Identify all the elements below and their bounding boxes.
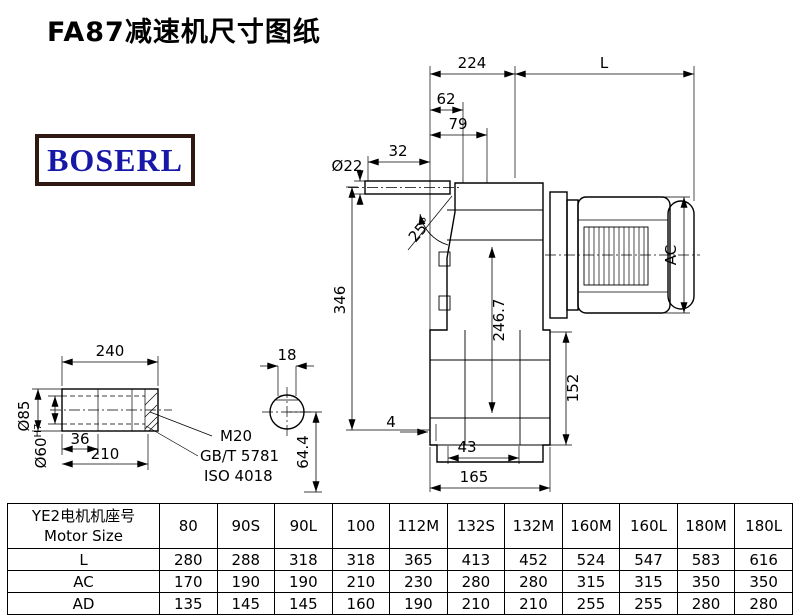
row-label: AC bbox=[7, 570, 160, 593]
callout-m20: M20 bbox=[220, 427, 252, 445]
table-cell: 616 bbox=[734, 548, 793, 571]
table-header-cell: 80 bbox=[159, 503, 218, 549]
header-line-en: Motor Size bbox=[44, 527, 123, 545]
table-header-cell: 90L bbox=[274, 503, 333, 549]
motor-outline bbox=[545, 191, 700, 319]
brand-logo: BOSERL bbox=[35, 134, 195, 186]
table-header-cell: 160L bbox=[619, 503, 678, 549]
dim-angle-25: 25° bbox=[405, 214, 436, 246]
table-cell: 452 bbox=[504, 548, 563, 571]
table-header-motor-size: YE2电机机座号 Motor Size bbox=[7, 503, 160, 549]
dimension-lines bbox=[32, 66, 695, 493]
row-label: AD bbox=[7, 592, 160, 615]
hollow-shaft-detail bbox=[50, 388, 213, 457]
page-title: FA87减速机尺寸图纸 bbox=[47, 17, 321, 48]
table-cell: 145 bbox=[216, 592, 276, 615]
dim-64-4: 64.4 bbox=[294, 435, 312, 468]
table-header-cell: 90S bbox=[216, 503, 276, 549]
table-cell: 350 bbox=[734, 570, 793, 593]
table-header-cell: 160M bbox=[561, 503, 621, 549]
dim-36: 36 bbox=[70, 430, 89, 448]
table-cell: 280 bbox=[446, 570, 506, 593]
table-cell: 547 bbox=[619, 548, 678, 571]
table-header-cell: 180L bbox=[734, 503, 793, 549]
table-cell: 288 bbox=[216, 548, 276, 571]
dim-shaft-dia: Ø22 bbox=[332, 157, 363, 175]
dim-79: 79 bbox=[448, 115, 467, 133]
callout-leader bbox=[145, 411, 213, 457]
dim-62: 62 bbox=[436, 90, 455, 108]
table-header-cell: 132M bbox=[504, 503, 563, 549]
table-cell: 413 bbox=[446, 548, 506, 571]
table-cell: 315 bbox=[619, 570, 678, 593]
table-cell: 255 bbox=[561, 592, 621, 615]
table-cell: 190 bbox=[274, 570, 333, 593]
table-cell: 190 bbox=[216, 570, 276, 593]
callout-iso: ISO 4018 bbox=[204, 467, 273, 485]
dim-246-7: 246.7 bbox=[490, 299, 508, 342]
dim-210: 210 bbox=[91, 445, 120, 463]
table-header-cell: 112M bbox=[389, 503, 448, 549]
dim-d60: Ø60H7 bbox=[32, 424, 50, 469]
table-cell: 280 bbox=[159, 548, 218, 571]
dim-224: 224 bbox=[458, 54, 487, 72]
table-header-cell: 132S bbox=[446, 503, 506, 549]
dimension-labels: 224 L 62 79 32 Ø22 25° 346 246.7 AC 152 … bbox=[15, 54, 680, 486]
table-cell: 255 bbox=[619, 592, 678, 615]
table-cell: 365 bbox=[389, 548, 448, 571]
table-cell: 280 bbox=[504, 570, 563, 593]
table-cell: 210 bbox=[331, 570, 391, 593]
row-label: L bbox=[7, 548, 160, 571]
table-header-cell: 100 bbox=[331, 503, 391, 549]
table-cell: 350 bbox=[676, 570, 736, 593]
header-line-cn: YE2电机机座号 bbox=[31, 507, 136, 525]
dim-18: 18 bbox=[277, 346, 296, 364]
callout-gb: GB/T 5781 bbox=[200, 447, 279, 465]
table-cell: 318 bbox=[331, 548, 391, 571]
table-cell: 524 bbox=[561, 548, 621, 571]
dim-4: 4 bbox=[386, 413, 396, 431]
table-cell: 210 bbox=[446, 592, 506, 615]
dim-d85: Ø85 bbox=[15, 401, 33, 432]
table-cell: 230 bbox=[389, 570, 448, 593]
dim-152: 152 bbox=[564, 374, 582, 403]
table-cell: 583 bbox=[676, 548, 736, 571]
dim-346: 346 bbox=[331, 286, 349, 315]
dim-L: L bbox=[600, 54, 609, 72]
table-cell: 160 bbox=[331, 592, 391, 615]
table-cell: 318 bbox=[274, 548, 333, 571]
dim-240: 240 bbox=[96, 342, 125, 360]
table-cell: 135 bbox=[159, 592, 218, 615]
table-cell: 145 bbox=[274, 592, 333, 615]
table-cell: 315 bbox=[561, 570, 621, 593]
dim-43: 43 bbox=[457, 438, 476, 456]
dim-165: 165 bbox=[460, 468, 489, 486]
table-cell: 190 bbox=[389, 592, 448, 615]
table-cell: 280 bbox=[734, 592, 793, 615]
dim-AC: AC bbox=[662, 245, 680, 265]
table-cell: 280 bbox=[676, 592, 736, 615]
table-header-cell: 180M bbox=[676, 503, 736, 549]
table-cell: 210 bbox=[504, 592, 563, 615]
dim-32: 32 bbox=[388, 142, 407, 160]
table-cell: 170 bbox=[159, 570, 218, 593]
